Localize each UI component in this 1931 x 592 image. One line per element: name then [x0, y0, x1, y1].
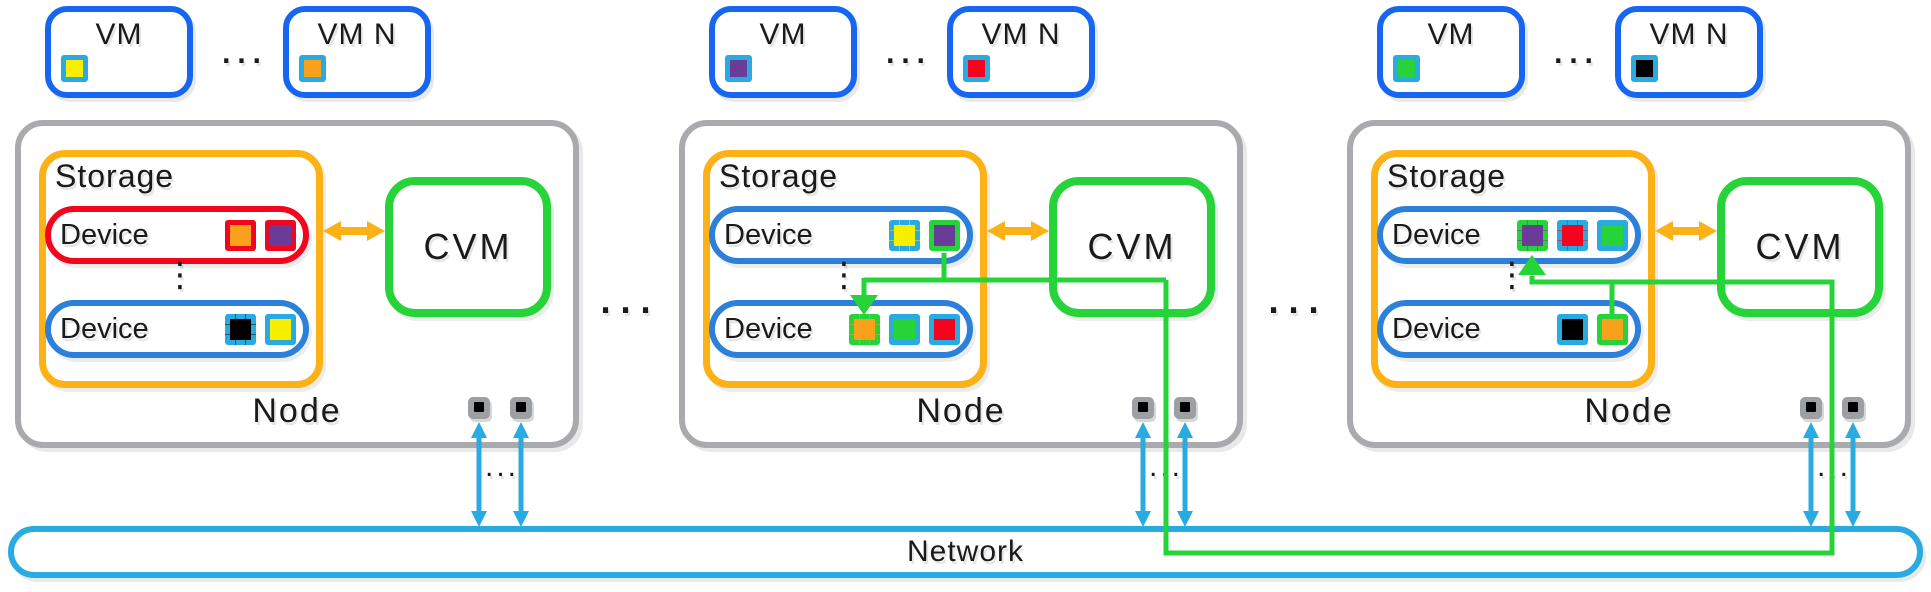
vm-data-square-holder	[1393, 55, 1420, 82]
data-block-square	[265, 219, 296, 251]
nic-port-icon	[1174, 397, 1196, 419]
data-block-square	[299, 55, 326, 82]
nic-port-icon	[1800, 397, 1822, 419]
vm-ellipsis: ...	[884, 24, 930, 73]
node-label: Node	[916, 392, 1006, 430]
storage-label: Storage	[1387, 158, 1507, 194]
data-block-square	[1393, 55, 1420, 82]
device-pill: Device	[709, 300, 973, 358]
vm-n-label: VM N	[981, 18, 1061, 51]
device-ellipsis: ⋮	[1495, 255, 1529, 295]
data-block-square	[1597, 313, 1628, 345]
device-pill: Device	[1377, 300, 1641, 358]
data-block-square	[929, 219, 960, 251]
vm-ellipsis: ...	[220, 24, 266, 73]
device-square-row	[225, 219, 303, 251]
data-block-square	[725, 55, 752, 82]
data-block-square	[225, 313, 256, 345]
data-block-square	[225, 219, 256, 251]
cvm-box: CVM	[1717, 177, 1883, 317]
device-square-row	[1557, 313, 1635, 345]
nic-port-icon	[468, 397, 490, 419]
cvm-label: CVM	[1755, 226, 1845, 267]
vm-label: VM	[759, 18, 807, 51]
device-ellipsis: ⋮	[163, 255, 197, 295]
data-block-square	[61, 55, 88, 82]
device-ellipsis: ⋮	[827, 255, 861, 295]
data-block-square	[889, 313, 920, 345]
data-block-square	[1557, 313, 1588, 345]
vm-n-box: VM N	[947, 6, 1095, 98]
nic-port-icon	[1842, 397, 1864, 419]
cluster-node: VM ... VM N Storage Device ⋮ Device CVM …	[1347, 0, 1911, 592]
data-block-square	[929, 313, 960, 345]
cvm-box: CVM	[385, 177, 551, 317]
network-bus: Network	[8, 526, 1923, 578]
data-block-square	[265, 313, 296, 345]
vm-n-label: VM N	[317, 18, 397, 51]
inter-node-ellipsis: ...	[597, 265, 658, 325]
device-pill: Device	[709, 206, 973, 264]
storage-label: Storage	[55, 158, 175, 194]
cluster-node: VM ... VM N Storage Device ⋮ Device CVM …	[15, 0, 579, 592]
data-block-square	[1597, 219, 1628, 251]
vm-label: VM	[95, 18, 143, 51]
device-pill: Device	[45, 300, 309, 358]
data-block-square	[1557, 219, 1588, 251]
device-label: Device	[1392, 312, 1481, 345]
vm-data-square-holder	[963, 55, 990, 82]
device-label: Device	[1392, 218, 1481, 251]
vm-n-label: VM N	[1649, 18, 1729, 51]
node-label: Node	[252, 392, 342, 430]
vm-data-square-holder	[1631, 55, 1658, 82]
data-block-square	[1517, 219, 1548, 251]
device-pill: Device	[45, 206, 309, 264]
cvm-label: CVM	[1087, 226, 1177, 267]
nic-port-icon	[1132, 397, 1154, 419]
vm-label: VM	[1427, 18, 1475, 51]
vm-data-square-holder	[299, 55, 326, 82]
vm-box: VM	[709, 6, 857, 98]
cvm-box: CVM	[1049, 177, 1215, 317]
vm-box: VM	[1377, 6, 1525, 98]
device-square-row	[849, 313, 967, 345]
data-block-square	[1631, 55, 1658, 82]
device-label: Device	[724, 312, 813, 345]
nic-port-icon	[510, 397, 532, 419]
device-label: Device	[60, 218, 149, 251]
device-label: Device	[724, 218, 813, 251]
vm-data-square-holder	[725, 55, 752, 82]
port-ellipsis: ...	[1816, 450, 1851, 483]
inter-node-ellipsis: ...	[1265, 265, 1326, 325]
vm-box: VM	[45, 6, 193, 98]
device-label: Device	[60, 312, 149, 345]
vm-n-box: VM N	[283, 6, 431, 98]
cluster-node: VM ... VM N Storage Device ⋮ Device CVM …	[679, 0, 1243, 592]
data-block-square	[849, 313, 880, 345]
vm-n-box: VM N	[1615, 6, 1763, 98]
device-square-row	[1517, 219, 1635, 251]
data-block-square	[889, 219, 920, 251]
cvm-label: CVM	[423, 226, 513, 267]
vm-data-square-holder	[61, 55, 88, 82]
port-ellipsis: ...	[1148, 450, 1183, 483]
storage-label: Storage	[719, 158, 839, 194]
network-label: Network	[906, 535, 1025, 568]
vm-ellipsis: ...	[1552, 24, 1598, 73]
node-label: Node	[1584, 392, 1674, 430]
device-square-row	[225, 313, 303, 345]
device-square-row	[889, 219, 967, 251]
data-block-square	[963, 55, 990, 82]
port-ellipsis: ...	[484, 450, 519, 483]
